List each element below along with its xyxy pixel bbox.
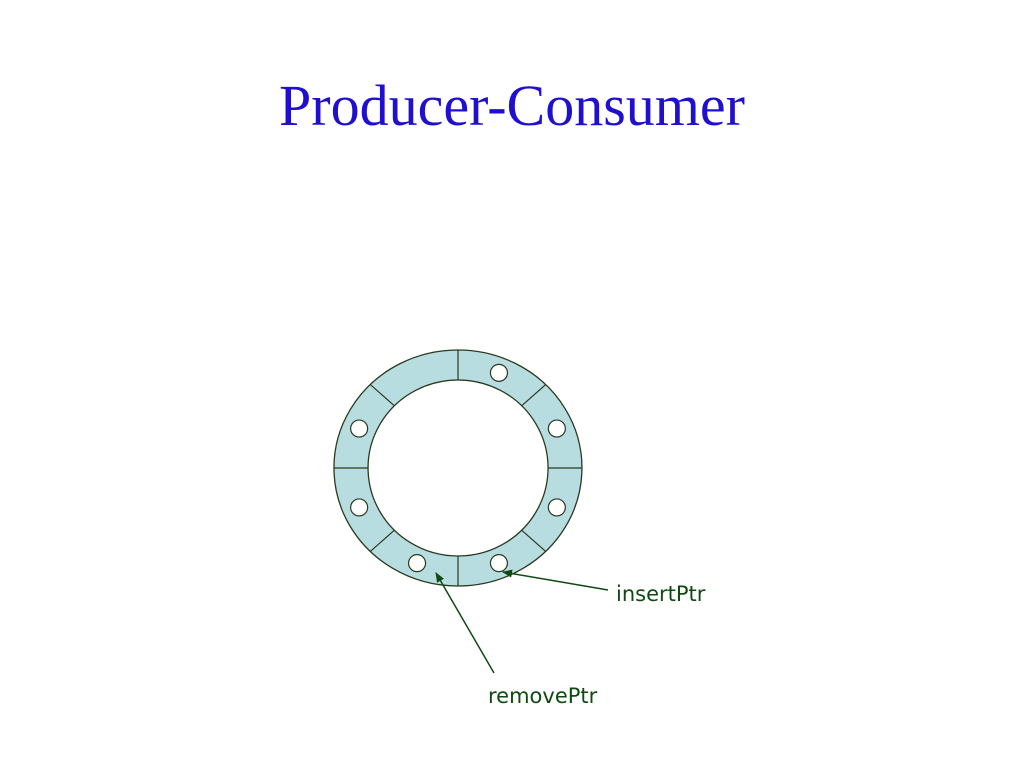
buffer-item bbox=[547, 419, 566, 438]
slot-divider bbox=[369, 529, 395, 552]
slot-divider bbox=[521, 529, 547, 552]
slot-divider bbox=[521, 384, 547, 407]
buffer-item bbox=[547, 498, 566, 517]
remove-pointer-label: removePtr bbox=[488, 684, 598, 708]
buffer-items bbox=[350, 363, 566, 573]
ring-buffer bbox=[333, 349, 583, 587]
buffer-item bbox=[350, 498, 369, 517]
buffer-item bbox=[350, 419, 369, 438]
slot-divider bbox=[369, 384, 395, 407]
insert-pointer-arrow bbox=[502, 569, 609, 591]
slot-dividers bbox=[334, 350, 582, 586]
remove-pointer-arrow bbox=[435, 572, 495, 674]
buffer-item bbox=[407, 554, 427, 573]
insert-pointer-label: insertPtr bbox=[616, 582, 706, 606]
slide-title: Producer-Consumer bbox=[279, 73, 745, 138]
buffer-item bbox=[489, 554, 509, 573]
buffer-item bbox=[489, 363, 509, 382]
